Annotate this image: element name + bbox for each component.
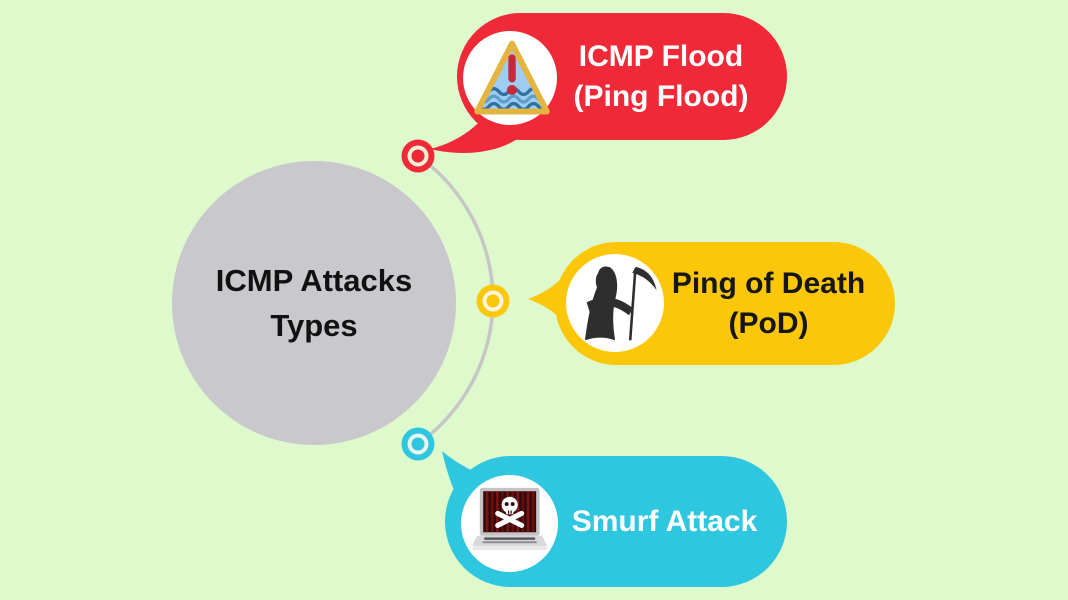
node-label-line1: Smurf Attack: [571, 504, 758, 538]
node-icmp-flood: ICMP Flood (Ping Flood): [457, 13, 787, 140]
central-topic-node: ICMP Attacks Types: [172, 161, 456, 445]
flood-warning-triangle-icon: [474, 40, 550, 114]
node-label-line1: ICMP Flood: [578, 39, 744, 73]
smurf-icon-circle: [461, 475, 558, 572]
smurf-connector-dot: [401, 427, 435, 461]
skull-crossbones-glyph: [494, 496, 525, 528]
skull-laptop-icon: [471, 487, 548, 550]
flood-connector-dot: [401, 139, 435, 173]
pod-icon-circle: [566, 254, 664, 352]
flood-icon-circle: [463, 31, 557, 125]
central-topic-line1: ICMP Attacks: [215, 263, 413, 298]
node-ping-of-death: Ping of Death (PoD): [555, 242, 895, 365]
grim-reaper-icon: [584, 266, 657, 341]
node-label-line1: Ping of Death: [671, 266, 866, 300]
central-topic-line2: Types: [270, 308, 358, 343]
node-label-ping-of-death: Ping of Death (PoD): [664, 242, 895, 365]
node-label-smurf-attack: Smurf Attack: [558, 456, 787, 587]
node-label-line2: (PoD): [728, 306, 809, 340]
node-label-line2: (Ping Flood): [573, 79, 749, 113]
node-smurf-attack: Smurf Attack: [445, 456, 787, 587]
node-label-icmp-flood: ICMP Flood (Ping Flood): [557, 13, 787, 140]
pod-connector-dot: [476, 284, 510, 318]
